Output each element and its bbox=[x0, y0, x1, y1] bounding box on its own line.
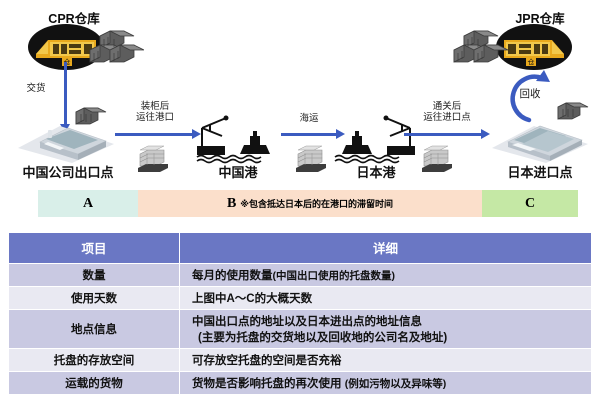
sea-freight-arrow-label: 海运 bbox=[299, 113, 319, 124]
dark-crate-single bbox=[74, 104, 108, 128]
table-row: 运载的货物 货物是否影响托盘的再次使用 (例如污物以及异味等) bbox=[8, 371, 592, 395]
china-port-label: 中国港 bbox=[218, 165, 258, 180]
row-detail-cargo: 货物是否影响托盘的再次使用 (例如污物以及异味等) bbox=[179, 371, 592, 395]
svg-text:仓: 仓 bbox=[528, 58, 535, 67]
row-item-days: 使用天数 bbox=[8, 286, 180, 310]
recycle-arrow bbox=[498, 68, 560, 126]
jpr-warehouse-title: JPR仓库 bbox=[515, 12, 565, 26]
jpr-warehouse-icon: 仓 bbox=[496, 24, 572, 70]
row-detail-location-line1: 中国出口点的地址以及日本进出点的地址信息 bbox=[192, 316, 422, 328]
svg-text:仓: 仓 bbox=[64, 58, 71, 67]
row-item-location: 地点信息 bbox=[8, 309, 180, 349]
segment-c-letter: C bbox=[524, 195, 536, 211]
japan-port-icon bbox=[334, 114, 416, 164]
row-detail-quantity: 每月的使用数量(中国出口使用的托盘数量) bbox=[179, 263, 592, 287]
phase-bar: A B ※包含抵达日本后的在港口的滞留时间 C bbox=[38, 190, 578, 217]
segment-b-note: ※包含抵达日本后的在港口的滞留时间 bbox=[240, 199, 394, 209]
table-header-row: 项目 详细 bbox=[8, 232, 592, 264]
cpr-warehouse-icon: 仓 bbox=[28, 24, 104, 70]
table-header-item: 项目 bbox=[8, 232, 180, 264]
row-detail-location: 中国出口点的地址以及日本进出点的地址信息 (主要为托盘的交货地以及回收地的公司名… bbox=[179, 309, 592, 349]
row-detail-days: 上图中A～C的大概天数 bbox=[179, 286, 592, 310]
table-header-detail: 详细 bbox=[179, 232, 592, 264]
dark-crate-single-jp bbox=[556, 98, 592, 124]
row-detail-quantity-sub: (中国出口使用的托盘数量) bbox=[272, 270, 396, 282]
row-detail-cargo-main: 货物是否影响托盘的再次使用 bbox=[192, 378, 342, 390]
supply-chain-diagram: CPR仓库 仓 bbox=[0, 0, 600, 188]
to-port-arrow-label: 装柜后 运往港口 bbox=[117, 101, 193, 124]
customs-arrow-label-line1: 通关后 bbox=[432, 101, 462, 112]
table-row: 托盘的存放空间 可存放空托盘的空间是否充裕 bbox=[8, 348, 592, 372]
pallet-stack-icon-2 bbox=[292, 144, 330, 178]
recycle-arrow-label: 回收 bbox=[519, 88, 541, 100]
segment-a-letter: A bbox=[82, 195, 94, 211]
row-item-storage: 托盘的存放空间 bbox=[8, 348, 180, 372]
requirements-table: 项目 详细 数量 每月的使用数量(中国出口使用的托盘数量) 使用天数 上图中A～… bbox=[8, 232, 592, 395]
japan-port-label: 日本港 bbox=[356, 165, 396, 180]
table-row: 使用天数 上图中A～C的大概天数 bbox=[8, 286, 592, 310]
row-detail-quantity-main: 每月的使用数量 bbox=[192, 270, 273, 282]
row-detail-location-line2: (主要为托盘的交货地以及回收地的公司名及地址) bbox=[198, 332, 448, 344]
japan-import-point-label: 日本进口点 bbox=[507, 165, 573, 180]
china-export-point-label: 中国公司出口点 bbox=[22, 165, 114, 180]
customs-arrow-label: 通关后 运往进口点 bbox=[404, 101, 490, 124]
delivery-arrow-label: 交货 bbox=[26, 83, 46, 94]
customs-arrow bbox=[404, 129, 490, 139]
segment-b-letter: B bbox=[226, 195, 237, 211]
to-port-arrow bbox=[115, 129, 201, 139]
dark-crate-stack-jpr bbox=[452, 22, 509, 68]
pallet-stack-icon-3 bbox=[418, 144, 456, 178]
pallet-stack-icon-1 bbox=[134, 144, 172, 178]
cpr-warehouse-title: CPR仓库 bbox=[48, 12, 100, 26]
row-detail-cargo-sub: (例如污物以及异味等) bbox=[344, 378, 447, 390]
dark-crate-stack-cpr bbox=[88, 22, 145, 68]
row-item-cargo: 运载的货物 bbox=[8, 371, 180, 395]
to-port-arrow-label-line1: 装柜后 bbox=[140, 101, 170, 112]
japan-import-building-icon bbox=[488, 118, 592, 164]
segment-c: C bbox=[482, 190, 578, 217]
row-item-quantity: 数量 bbox=[8, 263, 180, 287]
table-row: 地点信息 中国出口点的地址以及日本进出点的地址信息 (主要为托盘的交货地以及回收… bbox=[8, 309, 592, 349]
china-port-icon bbox=[196, 114, 278, 164]
to-port-arrow-label-line2: 运往港口 bbox=[135, 111, 174, 123]
customs-arrow-label-line2: 运往进口点 bbox=[423, 111, 471, 123]
china-export-building-icon bbox=[14, 118, 118, 164]
segment-a: A bbox=[38, 190, 138, 217]
sea-freight-arrow bbox=[281, 129, 345, 139]
segment-b: B ※包含抵达日本后的在港口的滞留时间 bbox=[138, 190, 482, 217]
row-detail-storage: 可存放空托盘的空间是否充裕 bbox=[179, 348, 592, 372]
table-row: 数量 每月的使用数量(中国出口使用的托盘数量) bbox=[8, 263, 592, 287]
delivery-arrow bbox=[60, 62, 70, 133]
